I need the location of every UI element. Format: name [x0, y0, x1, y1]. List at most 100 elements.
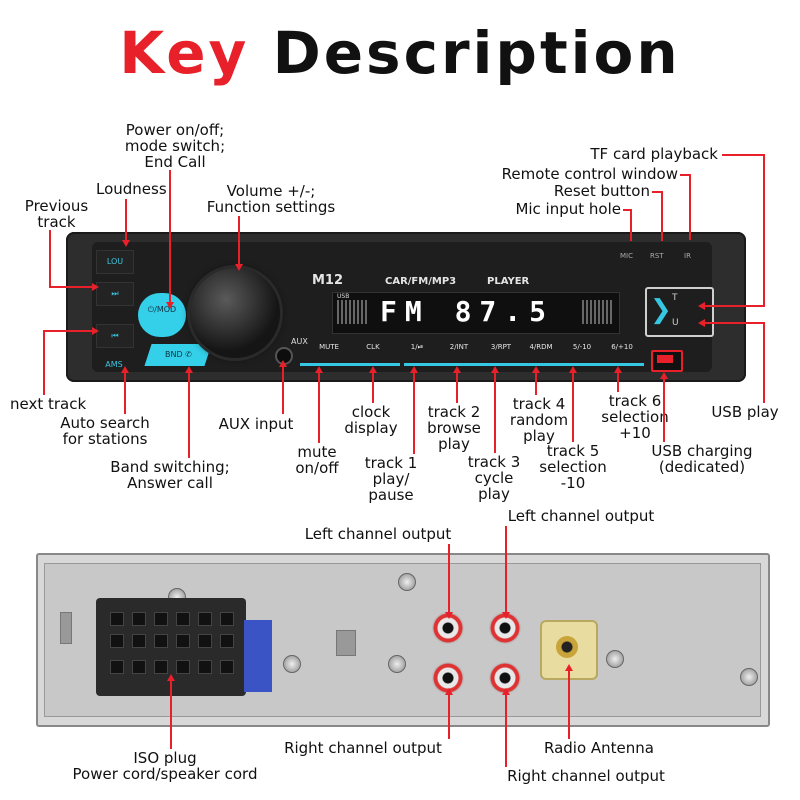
arrow-track6 [614, 366, 622, 373]
label-mic: Mic input hole [515, 200, 621, 218]
label-track2-line1: track 2 [427, 403, 481, 421]
iso-pin [132, 612, 146, 626]
label-track1-line1: track 1 [364, 454, 418, 472]
label-ams-line2: for stations [62, 430, 148, 448]
key-mute[interactable]: MUTE [319, 343, 339, 351]
iso-pin [110, 660, 124, 674]
leader-next-h [43, 330, 93, 332]
label-usbcharge-line1: USB charging [651, 442, 753, 460]
key-1[interactable]: 1/⏯ [410, 343, 424, 351]
label-track2-line3: play [438, 435, 470, 453]
screw-icon [606, 650, 624, 668]
label-tf: TF card playback [590, 145, 718, 163]
arrow-clock [369, 366, 377, 373]
label-previous-line1: Previous [24, 197, 89, 215]
screw-icon [398, 573, 416, 591]
key-4[interactable]: 4/RDM [529, 343, 553, 351]
iso-pin [154, 612, 168, 626]
leader-right-bottom [448, 694, 450, 739]
strip-label: CAR/FM/MP3 [385, 276, 457, 287]
next-track-button[interactable]: ⏭ [96, 282, 134, 306]
arrow-left-top2 [502, 612, 510, 619]
leader-mic-h [623, 209, 631, 211]
leader-usbplay-h [705, 322, 765, 324]
label-mute-line1: mute [297, 443, 337, 461]
model-label: M12 [312, 273, 344, 288]
leader-track3 [494, 372, 496, 453]
label-track2: track 2 browse play [416, 404, 492, 452]
key-bar-right [404, 363, 644, 366]
key-clk[interactable]: CLK [366, 343, 380, 351]
label-volume-line1: Volume +/-; [226, 182, 316, 200]
leader-left-top2 [505, 526, 507, 614]
key-5[interactable]: 5/-10 [572, 343, 592, 351]
ams-button[interactable]: AMS [105, 360, 123, 369]
label-track5-line1: track 5 [546, 442, 600, 460]
iso-pin [198, 634, 212, 648]
iso-pin [220, 660, 234, 674]
label-track3-line1: track 3 [467, 453, 521, 471]
label-clock: clock display [331, 404, 411, 436]
leader-reset-v [661, 191, 663, 241]
arrow-mute [315, 366, 323, 373]
label-mute-line2: on/off [295, 459, 339, 477]
iso-pin [220, 634, 234, 648]
volume-knob[interactable] [190, 268, 280, 358]
iso-plug-clip [244, 620, 272, 692]
label-power: Power on/off; mode switch; End Call [100, 122, 250, 170]
iso-pin [110, 634, 124, 648]
arrow-right-bottom2 [502, 688, 510, 695]
key-6[interactable]: 6/+10 [611, 343, 633, 351]
screw-icon [283, 655, 301, 673]
screw-icon [388, 655, 406, 673]
label-clock-line2: display [344, 419, 398, 437]
arrow-volume [235, 264, 243, 271]
previous-track-button[interactable]: ⏮ [96, 324, 134, 348]
slot-letter-t: T [672, 293, 678, 303]
key-2[interactable]: 2/INT [449, 343, 469, 351]
bnd-button[interactable]: BND ✆ [144, 344, 212, 366]
arrow-ams [121, 366, 129, 373]
lou-button[interactable]: LOU [96, 250, 134, 274]
label-track1: track 1 play/ pause [356, 455, 426, 503]
slot-chevron-icon: ❯ [650, 295, 672, 325]
label-track1-line2: play/ [372, 470, 410, 488]
label-clock-line1: clock [351, 403, 391, 421]
label-track3: track 3 cycle play [458, 454, 530, 502]
arrow-aux [279, 360, 287, 367]
arrow-usbcharge [660, 372, 668, 379]
title-part-2: Description [272, 19, 681, 87]
iso-pin [176, 612, 190, 626]
label-track4: track 4 random play [493, 396, 585, 444]
leader-track4 [535, 372, 537, 395]
title-part-1: Key [119, 19, 250, 87]
label-track4-line1: track 4 [512, 395, 566, 413]
leader-tf-h2 [705, 305, 765, 307]
rst-label: RST [650, 252, 664, 260]
label-power-line2: mode switch; [124, 137, 226, 155]
label-track4-line3: play [523, 427, 555, 445]
label-band-line2: Answer call [127, 474, 213, 492]
tf-card-slot[interactable] [645, 287, 714, 337]
leader-tf-v [763, 154, 765, 306]
label-band-line1: Band switching; [110, 458, 230, 476]
key-3[interactable]: 3/RPT [490, 343, 512, 351]
label-iso-line2: Power cord/speaker cord [72, 765, 258, 783]
leader-loudness [125, 199, 127, 243]
mod-button[interactable]: ⏻/MOD [138, 293, 186, 337]
leader-ams [124, 372, 126, 414]
arrow-antenna [565, 664, 573, 671]
leader-power [169, 170, 171, 305]
aux-jack-label: AUX [291, 337, 308, 346]
vent-slot [336, 630, 356, 656]
iso-pin [154, 660, 168, 674]
arrow-track1 [410, 366, 418, 373]
label-band: Band switching; Answer call [85, 459, 255, 491]
antenna-socket-inner [556, 636, 578, 658]
iso-pin [110, 612, 124, 626]
label-mute: mute on/off [283, 444, 351, 476]
arrow-tf [698, 302, 705, 310]
arrow-track2 [453, 366, 461, 373]
arrow-left-top [445, 612, 453, 619]
screw-icon [740, 668, 758, 686]
